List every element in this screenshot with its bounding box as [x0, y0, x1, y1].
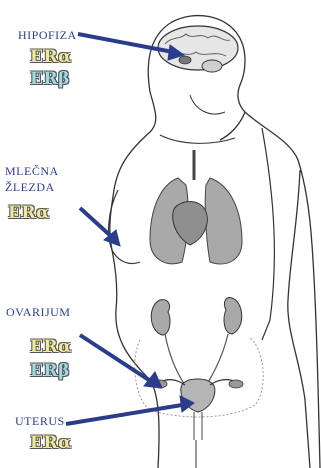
mlecna-er-alpha: ERα [6, 204, 52, 222]
label-mlecna-line2: ŽLEZDA [5, 180, 55, 194]
arrow-ovarijum [80, 335, 152, 382]
arrow-uterus [66, 405, 182, 424]
left-kidney [151, 300, 170, 335]
neck-line [190, 95, 225, 114]
hipofiza-er-alpha: ERα [28, 48, 74, 66]
cerebellum [202, 60, 222, 72]
label-uterus: UTERUS [15, 414, 65, 428]
right-lung [205, 178, 242, 264]
breast-outline [109, 190, 140, 264]
arrow-mlecna [80, 208, 113, 238]
arm-line [262, 128, 274, 340]
ovarijum-er-alpha: ERα [28, 338, 74, 356]
collar-line [160, 135, 235, 143]
right-kidney [224, 298, 242, 334]
vagina [194, 412, 202, 440]
uterus-er-alpha: ERα [28, 434, 74, 452]
label-ovarijum: OVARIJUM [6, 305, 70, 319]
label-mlecna-line1: MLEČNA [5, 164, 59, 178]
hipofiza-er-beta: ERβ [28, 70, 72, 88]
pituitary-gland [179, 56, 191, 64]
ovarijum-er-beta: ERβ [28, 362, 72, 380]
label-hipofiza: HIPOFIZA [18, 28, 77, 42]
right-ovary [229, 380, 243, 388]
